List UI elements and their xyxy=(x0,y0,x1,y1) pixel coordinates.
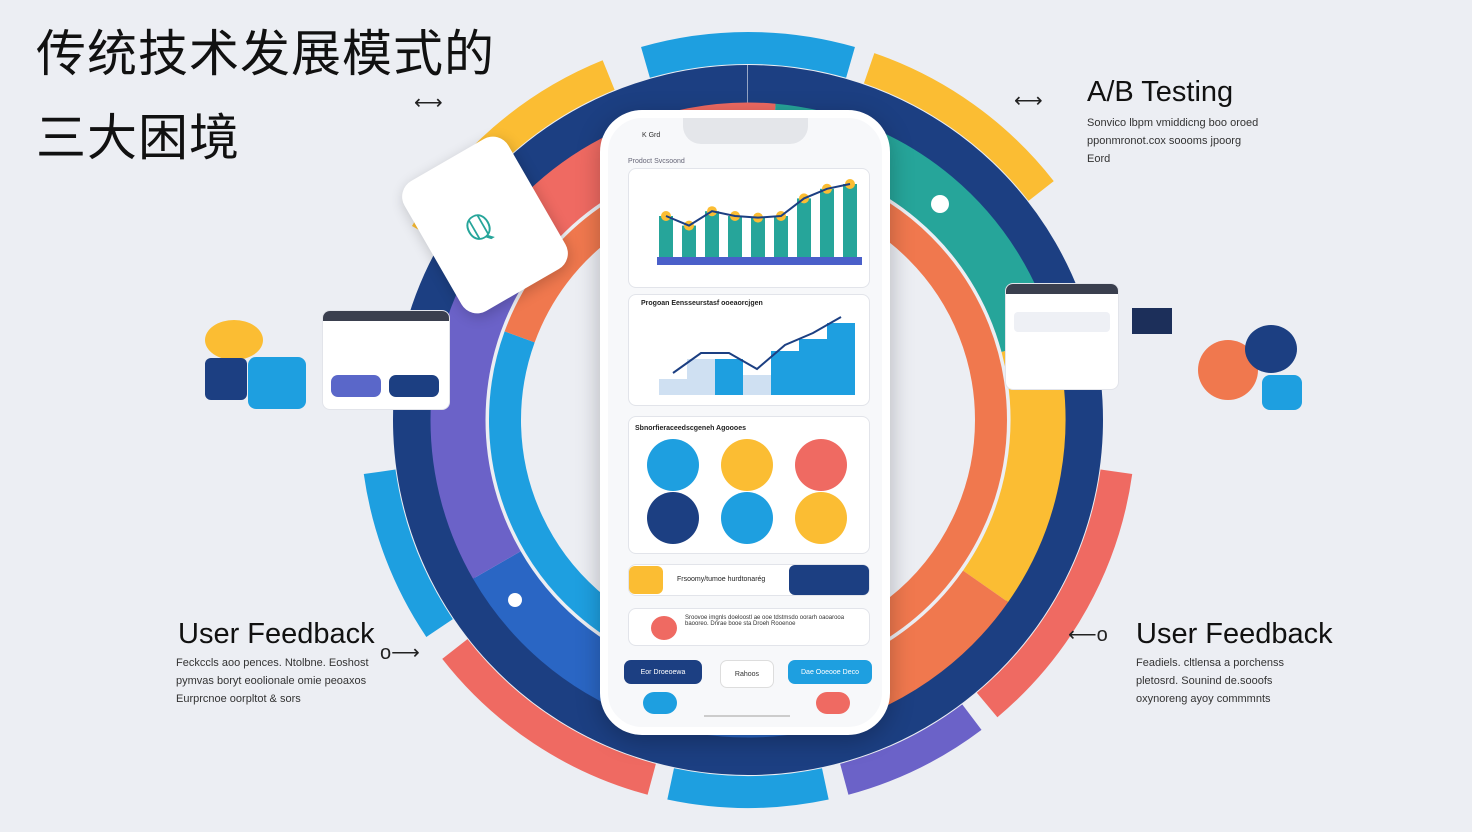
outer-ring-segment xyxy=(641,32,855,78)
phone-notch xyxy=(683,118,808,144)
left-dialog-card xyxy=(322,310,450,410)
ab-testing-heading: A/B Testing xyxy=(1087,76,1234,108)
round-button-right[interactable] xyxy=(816,692,850,714)
banner-card: Frsoomy/tumoe hurdtonarég xyxy=(628,564,870,596)
bar-chart-card xyxy=(628,168,870,288)
marker-dot xyxy=(508,593,522,607)
chat-bubble-icon xyxy=(1262,375,1302,410)
chart-bar xyxy=(705,211,719,264)
feedback-right-text: Feadiels. cltlensa a porchenss pletosrd.… xyxy=(1136,657,1284,705)
outer-ring-segment xyxy=(839,704,982,795)
chart2-line xyxy=(672,316,842,374)
round-button-left[interactable] xyxy=(643,692,677,714)
banner-text: Frsoomy/tumoe hurdtonarég xyxy=(677,576,766,583)
chart-area-column xyxy=(687,359,715,395)
chart-bar xyxy=(728,216,742,264)
circle-grid-card: Sbnorfieraceedscgeneh Agoooes xyxy=(628,416,870,554)
chart-area-column xyxy=(743,375,771,395)
outer-ring-segment xyxy=(667,768,829,808)
outer-ring-segment xyxy=(442,639,656,795)
action-button-2[interactable]: Rahoos xyxy=(720,660,774,688)
chart1-label: Prodoct Svcsoond xyxy=(628,158,685,165)
chart-bar xyxy=(843,184,857,264)
outer-ring-segment xyxy=(863,53,1054,201)
chart-bar xyxy=(820,188,834,264)
bar-chart xyxy=(657,179,862,265)
ab-testing-text: Sonvico lbpm vmiddicng boo oroed pponmro… xyxy=(1087,117,1259,165)
app-header: K Grd xyxy=(642,132,661,139)
chart-area-column xyxy=(827,323,855,395)
action-button-1[interactable]: Eor Droeoewa xyxy=(624,660,702,684)
dialog-button[interactable] xyxy=(331,375,381,397)
grid-title: Sbnorfieraceedscgeneh Agoooes xyxy=(635,425,746,432)
chat-bubble-icon xyxy=(248,357,306,409)
stat-circle[interactable] xyxy=(647,439,699,491)
chart-bar xyxy=(774,216,788,264)
feedback-left-heading: User Feedback xyxy=(178,618,375,650)
chat-card-icon xyxy=(205,358,247,400)
info-card: Sroovoe imgnls doeloostl ae ooe tdstmsdo… xyxy=(628,608,870,646)
feedback-left-text: Feckccls aoo pences. Ntolbne. Eoshost py… xyxy=(176,657,369,705)
chart-area-column xyxy=(659,379,687,395)
area-chart xyxy=(659,316,855,395)
outer-ring-segment xyxy=(363,469,453,637)
chart-bar xyxy=(659,216,673,264)
chart-baseline xyxy=(657,257,862,265)
stat-circle[interactable] xyxy=(721,492,773,544)
chart-area-column xyxy=(715,359,743,395)
chart-bar xyxy=(797,198,811,264)
logo-icon: ℚ xyxy=(458,205,501,252)
double-arrow-icon: ⟷ xyxy=(1014,90,1043,112)
home-indicator xyxy=(704,715,790,717)
chart-area-column xyxy=(799,339,827,395)
chart-bar xyxy=(682,225,696,264)
stat-circle[interactable] xyxy=(647,492,699,544)
toggle-slider[interactable] xyxy=(789,565,869,595)
speech-bubble-icon xyxy=(205,320,263,360)
action-button-3[interactable]: Dae Ooeooe Deco xyxy=(788,660,872,684)
chart2-title: Progoan Eensseurstasf ooeaorcjgen xyxy=(641,300,763,307)
title-line-1: 传统技术发展模式的 xyxy=(36,25,495,83)
mini-screen xyxy=(1132,308,1172,334)
marker-dot xyxy=(931,195,949,213)
connector-arrow-icon: ⟵o xyxy=(1068,624,1108,646)
chart-trend-line xyxy=(665,183,851,227)
dialog-button[interactable] xyxy=(389,375,439,397)
title-line-2: 三大困境 xyxy=(36,109,240,167)
feedback-right-heading: User Feedback xyxy=(1136,618,1333,650)
area-chart-card: Progoan Eensseurstasf ooeaorcjgen xyxy=(628,294,870,406)
stat-circle[interactable] xyxy=(795,492,847,544)
info-text: Sroovoe imgnls doeloostl ae ooe tdstmsdo… xyxy=(685,615,845,627)
connector-arrow-icon: o⟶ xyxy=(380,642,420,664)
chart-bar xyxy=(751,217,765,264)
chart-area-column xyxy=(771,351,799,395)
double-arrow-icon: ⟷ xyxy=(414,92,443,114)
avatar-icon xyxy=(1245,325,1297,373)
outer-ring-segment xyxy=(976,469,1133,718)
stat-circle[interactable] xyxy=(721,439,773,491)
right-dialog-card xyxy=(1005,283,1119,390)
phone-mockup: K Grd Prodoct Svcsoond Progoan Eensseurs… xyxy=(600,110,890,735)
stat-circle[interactable] xyxy=(795,439,847,491)
